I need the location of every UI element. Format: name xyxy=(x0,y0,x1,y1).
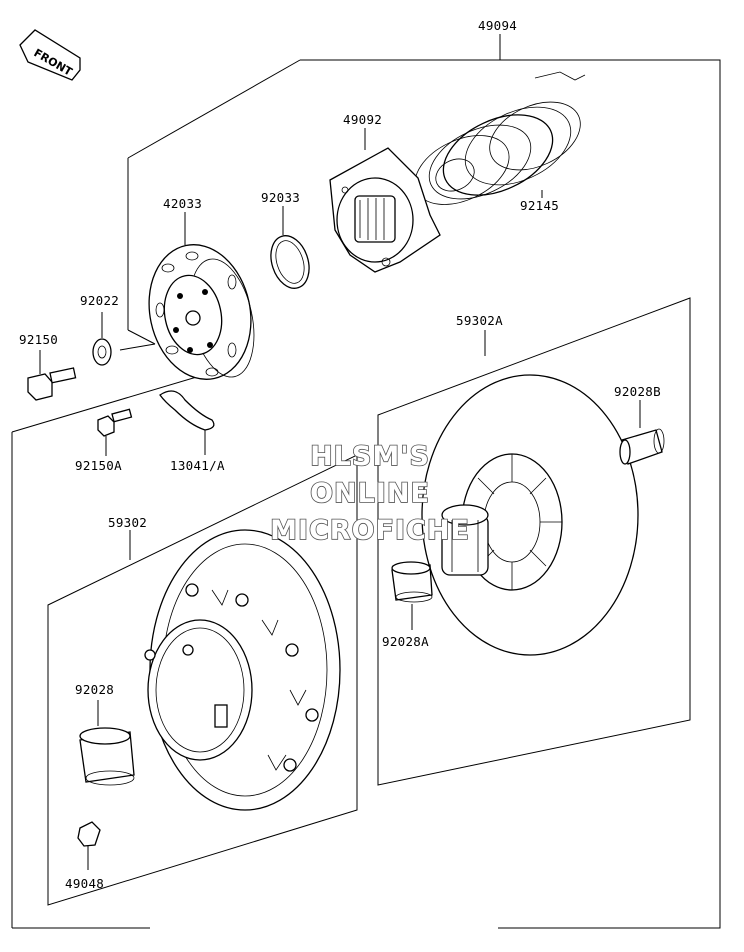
leader-lines xyxy=(129,34,543,560)
front-arrow-icon: FRONT xyxy=(19,29,81,81)
assembly-outline-59302A xyxy=(377,297,691,786)
bolt-92150 xyxy=(27,350,77,401)
clip-13041A xyxy=(159,390,215,455)
snap-ring-92033 xyxy=(270,235,310,289)
bushing-92028B xyxy=(619,400,665,465)
cam-49092 xyxy=(329,147,441,273)
part-label-92028A: 92028A xyxy=(382,634,429,649)
watermark-line-2: ONLINE xyxy=(310,478,430,509)
part-label-92028: 92028 xyxy=(75,682,114,697)
part-label-49092: 49092 xyxy=(343,112,382,127)
watermark-line-3: MICROFICHE xyxy=(270,515,470,546)
bushing-92028A xyxy=(391,561,433,630)
part-label-42033: 42033 xyxy=(163,196,202,211)
part-label-92028B: 92028B xyxy=(614,384,661,399)
sheave-59302 xyxy=(144,529,341,811)
part-label-13041A: 13041/A xyxy=(170,458,225,473)
part-label-49048: 49048 xyxy=(65,876,104,891)
plate-42033 xyxy=(148,244,255,380)
watermark-line-1: HLSM'S xyxy=(310,441,430,472)
part-label-92145: 92145 xyxy=(520,198,559,213)
part-label-92022: 92022 xyxy=(80,293,119,308)
part-labels: 49094 49092 92145 42033 92033 92022 9215… xyxy=(19,18,661,891)
sheave-59302A xyxy=(421,374,639,656)
weight-49048 xyxy=(77,821,101,870)
part-label-92150: 92150 xyxy=(19,332,58,347)
part-label-59302A: 59302A xyxy=(456,313,503,328)
watermark: HLSM'S ONLINE MICROFICHE xyxy=(269,440,470,547)
washer-92022 xyxy=(92,312,112,366)
part-label-59302: 59302 xyxy=(108,515,147,530)
part-label-49094: 49094 xyxy=(478,18,517,33)
assembly-outline-59302 xyxy=(47,454,358,906)
part-label-92033: 92033 xyxy=(261,190,300,205)
assembly-outline-upper xyxy=(11,59,721,929)
part-label-92150A: 92150A xyxy=(75,458,122,473)
spring-92145 xyxy=(414,71,586,205)
bolt-92150A xyxy=(97,408,133,456)
bushing-92028 xyxy=(79,700,135,786)
